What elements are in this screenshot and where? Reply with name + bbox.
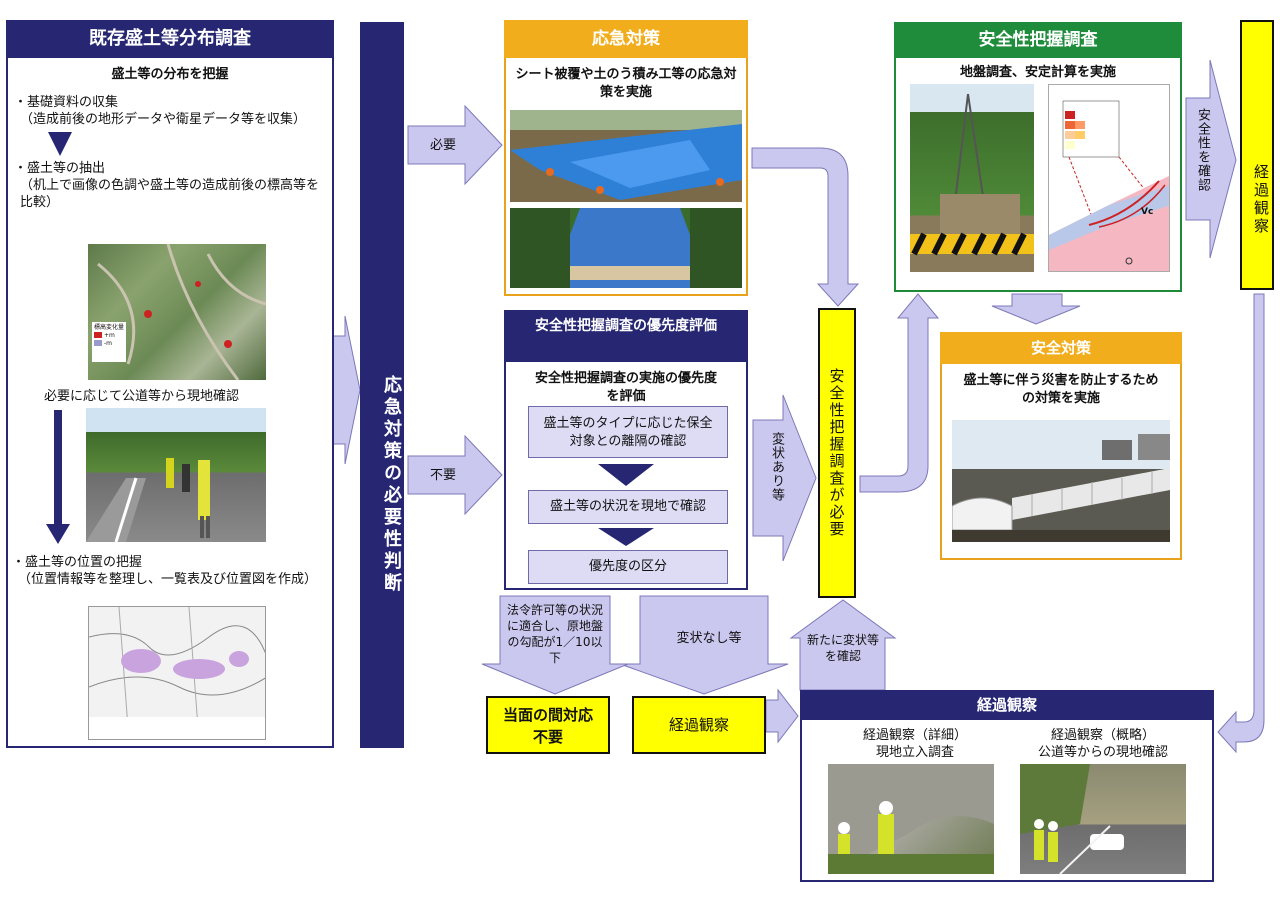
left-subtitle: 盛土等の分布を把握 <box>111 67 229 82</box>
changed-label: 変状あり等 <box>769 432 784 502</box>
safety-survey-body: 地盤調査、安定計算を実施 <box>959 65 1116 80</box>
branch-needed-label: 必要 <box>430 138 457 153</box>
arrow-left-to-judge <box>332 315 361 465</box>
unchanged-label: 変状なし等 <box>676 631 742 646</box>
arrow-survey-to-measures <box>991 293 1081 325</box>
arrow-new-change <box>789 599 897 691</box>
arrow-condition <box>481 595 629 695</box>
arrow-observe-to-obs <box>765 688 799 744</box>
emergency-measures-header: 応急対策 <box>504 20 748 58</box>
stability-figure-label: Vc <box>1141 207 1154 217</box>
observation-header: 経過観察 <box>800 690 1214 720</box>
step-arrow-icon-1 <box>598 464 654 486</box>
existing-fill-survey-header: 既存盛土等分布調査 <box>6 20 334 58</box>
observation-detail-photo <box>828 764 994 874</box>
safety-measures-body: 盛土等に伴う災害を防止するための対策を実施 <box>963 373 1159 406</box>
item2-body: （机上で画像の色調や盛土等の造成前後の標高等を比較） <box>20 178 320 210</box>
item3-title: ・盛土等の位置の把握 <box>12 555 143 570</box>
survey-needed-box: 安全性把握調査が必要 <box>818 308 856 598</box>
map-legend: 標高変化量 +m -m <box>92 322 126 362</box>
item2-title: ・盛土等の抽出 <box>14 161 106 176</box>
new-change-label: 新たに変状等を確認 <box>806 633 879 663</box>
arrow-confirm-safety <box>1185 59 1237 259</box>
priority-evaluation-subtitle: 安全性把握調査の実施の優先度を評価 <box>534 371 717 404</box>
no-action-box: 当面の間対応不要 <box>486 696 610 754</box>
step-arrow-icon-2 <box>598 528 654 546</box>
arrow-needed <box>407 104 503 186</box>
item1-title: ・基礎資料の収集 <box>14 95 119 110</box>
observation-detail-title: 経過観察（詳細） <box>862 728 967 743</box>
down-arrow-icon <box>48 132 72 156</box>
arrow-emergency-to-survey <box>751 147 860 307</box>
emergency-need-judgement: 応急対策の必要性判断 <box>360 22 404 748</box>
far-right-observation-box: 経過観察 <box>1240 20 1274 290</box>
observation-rough-photo <box>1020 764 1186 874</box>
location-map-image <box>88 606 266 740</box>
arrow-unchanged <box>619 595 789 695</box>
stability-calc-figure: Vc <box>1048 84 1170 272</box>
observe-small-box: 経過観察 <box>632 696 766 754</box>
priority-evaluation-header: 安全性把握調査の優先度評価 <box>504 310 748 362</box>
item3-body: （位置情報等を整理し、一覧表及び位置図を作成） <box>18 572 318 587</box>
condition-label: 法令許可等の状況に適合し、原地盤の勾配が1／10以下 <box>506 603 603 665</box>
priority-step-1: 盛土等のタイプに応じた保全対象との離隔の確認 <box>528 406 728 458</box>
observation-detail-sub: 現地立入調査 <box>875 745 954 760</box>
item1-body: （造成前後の地形データや衛星データ等を収集） <box>20 112 307 127</box>
field-check-label: 必要に応じて公道等から現地確認 <box>44 389 240 404</box>
arrow-survey-to-safety <box>859 293 940 493</box>
safety-measures-header: 安全対策 <box>940 332 1182 364</box>
boring-rig-photo <box>910 84 1034 272</box>
priority-step-2: 盛土等の状況を現地で確認 <box>528 490 728 524</box>
arrow-changed <box>752 394 817 562</box>
arrow-far-right-to-obs <box>1217 293 1265 754</box>
safety-survey-header: 安全性把握調査 <box>894 22 1182 58</box>
branch-not-needed-label: 不要 <box>430 468 457 483</box>
confirm-safety-label: 安全性を確認 <box>1195 108 1210 192</box>
road-field-check-image <box>86 408 266 542</box>
left-vertical-arrow <box>54 410 62 528</box>
sandbag-photo <box>510 208 742 288</box>
satellite-map-image: 標高変化量 +m -m <box>88 244 266 380</box>
emergency-measures-body: シート被覆や土のう積み工等の応急対策を実施 <box>515 67 737 100</box>
blue-sheet-photo <box>510 110 742 202</box>
arrow-not-needed <box>407 434 503 516</box>
priority-step-3: 優先度の区分 <box>528 550 728 584</box>
safety-measures-photo <box>952 420 1170 542</box>
left-vertical-arrow-head <box>46 524 70 544</box>
observation-rough-title: 経過観察（概略） <box>1050 728 1155 743</box>
observation-rough-sub: 公道等からの現地確認 <box>1037 745 1168 760</box>
